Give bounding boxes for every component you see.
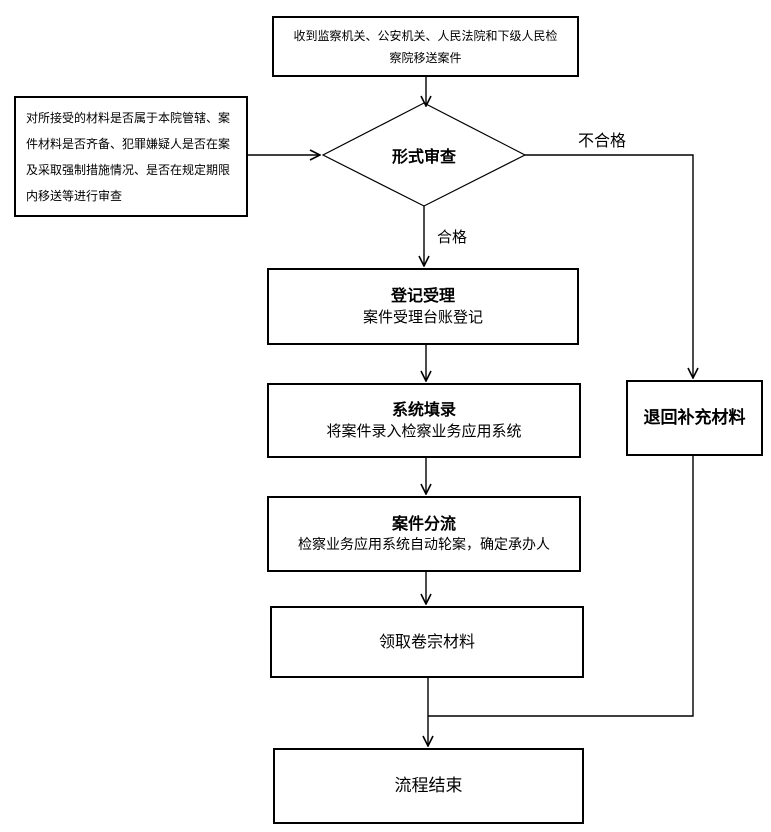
system-entry-node: 系统填录 将案件录入检察业务应用系统 <box>267 383 581 458</box>
materials-text: 领取卷宗材料 <box>378 632 475 651</box>
return-text: 退回补充材料 <box>643 408 746 428</box>
return-node: 退回补充材料 <box>626 380 763 456</box>
case-assign-node: 案件分流 检察业务应用系统自动轮案，确定承办人 <box>267 496 581 572</box>
received-node: 收到监察机关、公安机关、人民法院和下级人民检察院移送案件 <box>272 16 579 77</box>
materials-node: 领取卷宗材料 <box>270 606 584 678</box>
fail-label: 不合格 <box>578 131 627 150</box>
edge-review-return <box>525 154 693 378</box>
review-label: 形式审查 <box>392 147 457 166</box>
pass-label: 合格 <box>437 228 468 246</box>
case-assign-title: 案件分流 <box>391 513 456 533</box>
system-entry-subtitle: 将案件录入检察业务应用系统 <box>326 422 522 440</box>
system-entry-title: 系统填录 <box>391 400 456 419</box>
received-text: 收到监察机关、公安机关、人民法院和下级人民检察院移送案件 <box>293 28 558 65</box>
case-assign-subtitle: 检察业务应用系统自动轮案，确定承办人 <box>298 536 550 553</box>
review-criteria-note: 对所接受的材料是否属于本院管辖、案件材料是否齐备、犯罪嫌疑人是否在案及采取强制措… <box>14 96 248 217</box>
register-title: 登记受理 <box>390 286 455 305</box>
register-subtitle: 案件受理台账登记 <box>362 308 483 326</box>
end-node: 流程结束 <box>273 748 584 824</box>
register-node: 登记受理 案件受理台账登记 <box>267 268 579 345</box>
review-criteria-text: 对所接受的材料是否属于本院管辖、案件材料是否齐备、犯罪嫌疑人是否在案及采取强制措… <box>26 110 231 203</box>
end-text: 流程结束 <box>394 776 463 796</box>
edge-return-end <box>428 456 694 717</box>
